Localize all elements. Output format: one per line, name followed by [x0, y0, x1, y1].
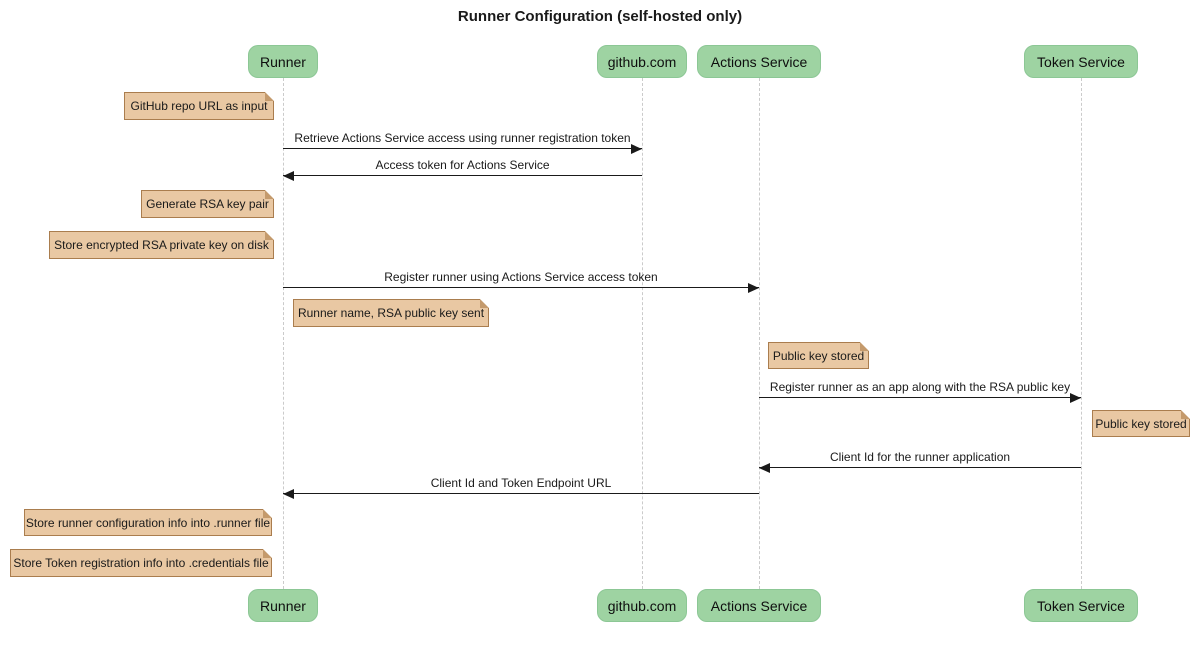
participant-box-bottom-actions: Actions Service: [697, 589, 821, 622]
message-arrowhead-icon: [748, 283, 759, 293]
note: GitHub repo URL as input: [124, 92, 274, 120]
lifeline-token: [1081, 78, 1082, 589]
lifeline-runner: [283, 78, 284, 589]
participant-box-top-actions: Actions Service: [697, 45, 821, 78]
participant-box-bottom-token: Token Service: [1024, 589, 1138, 622]
note: Generate RSA key pair: [141, 190, 274, 218]
message-arrowhead-icon: [283, 489, 294, 499]
note: Runner name, RSA public key sent: [293, 299, 489, 327]
note: Public key stored: [1092, 410, 1190, 437]
message-line: [759, 397, 1081, 398]
participant-box-top-token: Token Service: [1024, 45, 1138, 78]
message-arrowhead-icon: [631, 144, 642, 154]
lifeline-github: [642, 78, 643, 589]
note: Store runner configuration info into .ru…: [24, 509, 272, 536]
diagram-title: Runner Configuration (self-hosted only): [457, 8, 743, 25]
message-line: [283, 493, 759, 494]
participant-box-top-runner: Runner: [248, 45, 318, 78]
participant-box-bottom-github: github.com: [597, 589, 687, 622]
message-line: [283, 175, 642, 176]
message-line: [759, 467, 1081, 468]
note: Store encrypted RSA private key on disk: [49, 231, 274, 259]
message-line: [283, 287, 759, 288]
lifeline-actions: [759, 78, 760, 589]
message-arrowhead-icon: [283, 171, 294, 181]
message-label: Access token for Actions Service: [375, 158, 550, 172]
participant-box-top-github: github.com: [597, 45, 687, 78]
message-arrowhead-icon: [1070, 393, 1081, 403]
message-label: Client Id and Token Endpoint URL: [430, 476, 612, 490]
participant-box-bottom-runner: Runner: [248, 589, 318, 622]
message-label: Register runner as an app along with the…: [769, 380, 1071, 394]
note: Public key stored: [768, 342, 869, 369]
message-label: Register runner using Actions Service ac…: [384, 270, 658, 284]
message-label: Retrieve Actions Service access using ru…: [294, 131, 631, 145]
message-line: [283, 148, 642, 149]
message-label: Client Id for the runner application: [829, 450, 1011, 464]
message-arrowhead-icon: [759, 463, 770, 473]
note: Store Token registration info into .cred…: [10, 549, 272, 577]
